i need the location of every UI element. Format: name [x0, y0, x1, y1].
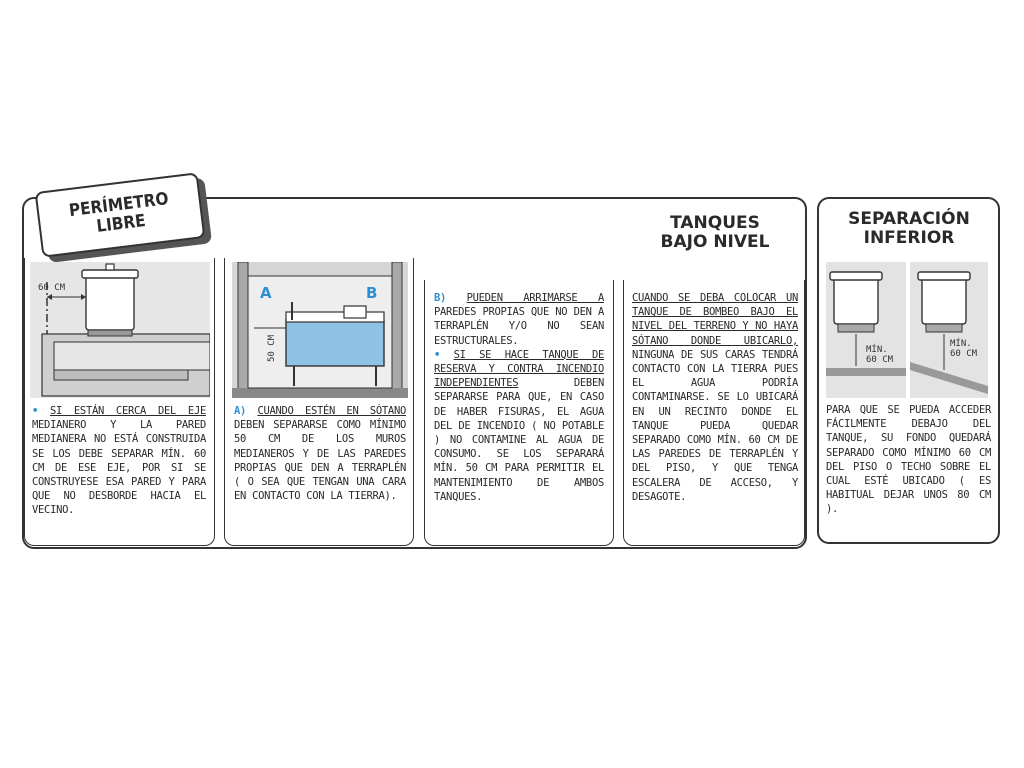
- ill1-slab: [53, 341, 210, 371]
- marker-b: B): [434, 292, 447, 304]
- separacion-text-body: PARA QUE SE PUEDA ACCEDER FÁCILMENTE DEB…: [826, 404, 991, 516]
- ill5-left-tank: [833, 277, 879, 325]
- ill5-left-base: [837, 323, 875, 333]
- perimetro-text-underlined: SI ESTÁN CERCA DEL EJE: [49, 405, 206, 417]
- ill5-right-base: [925, 323, 963, 333]
- ill5-left-label-line1: MÍN.: [866, 343, 888, 355]
- ill2-wall-left: [237, 262, 249, 397]
- bullet-marker-2: •: [434, 348, 441, 361]
- ill1-arrow-right: [81, 294, 86, 300]
- ill1-tank-base: [87, 329, 133, 337]
- ill1-label: 60 CM: [38, 283, 66, 293]
- ill1-tank: [85, 275, 135, 331]
- ill2-tank-top: [285, 311, 385, 323]
- tanques-heading-line2: BAJO NIVEL: [660, 232, 770, 252]
- ill2-label-b: B: [366, 284, 377, 302]
- ill5-left-label-line2: 60 CM: [866, 355, 894, 365]
- ill1-tank-lid: [81, 269, 139, 279]
- reserva-text-underlined: SI SE HACE TANQUE DE RESERVA Y CONTRA IN…: [434, 348, 604, 390]
- illustration-separacion: MÍN. 60 CM MÍN. 60 CM: [826, 262, 988, 398]
- paredes-text: B) PUEDEN ARRIMARSE A PAREDES PROPIAS QU…: [434, 291, 604, 504]
- separacion-heading-line1: SEPARACIÓN: [848, 209, 970, 229]
- perimetro-text: • SI ESTÁN CERCA DEL EJE MEDIANERO Y LA …: [32, 404, 206, 518]
- panel-tanque-bombeo: [623, 280, 805, 546]
- marker-a: A): [234, 405, 247, 417]
- paredes-text-underlined: PUEDEN ARRIMARSE A: [466, 292, 605, 304]
- ill2-wall-right: [391, 262, 403, 397]
- panel-paredes-propias: [424, 280, 614, 546]
- bombeo-text-body: NINGUNA DE SUS CARAS TENDRÁ CONTACTO CON…: [632, 348, 798, 503]
- separacion-heading-line2: INFERIOR: [863, 228, 955, 248]
- sotano-text: A) CUANDO ESTÉN EN SÓTANO DEBEN SEPARARS…: [234, 404, 406, 503]
- ill5-right-roof: [910, 362, 988, 394]
- bombeo-text-underlined: CUANDO SE DEBA COLOCAR UN TANQUE DE BOMB…: [632, 292, 798, 347]
- ill1-beam: [53, 369, 189, 381]
- reserva-text-body: DEBEN SEPARARSE PARA QUE, EN CASO DE HAB…: [434, 377, 604, 503]
- tanques-bajo-nivel-heading: TANQUES BAJO NIVEL: [655, 214, 775, 252]
- tanques-heading-line1: TANQUES: [670, 213, 760, 233]
- ill2-water: [285, 319, 385, 367]
- illustration-sotano: A B 50 CM: [232, 262, 408, 398]
- illustration-perimetro: 60 CM: [30, 262, 210, 398]
- paredes-text-body: PAREDES PROPIAS QUE NO DEN A TERRAPLÉN Y…: [434, 306, 604, 347]
- ill5-right-label-line2: 60 CM: [950, 349, 978, 359]
- ill2-hatch: [343, 305, 367, 319]
- ill5-right-label-line1: MÍN.: [950, 337, 972, 349]
- ill2-floor: [232, 388, 408, 398]
- sotano-text-underlined: CUANDO ESTÉN EN SÓTANO: [257, 405, 406, 417]
- ill1-tank-cap: [105, 263, 115, 271]
- ill2-dim-label: 50 CM: [267, 334, 277, 362]
- ill1-arrow-left: [47, 294, 52, 300]
- ill5-right-tank: [921, 277, 967, 325]
- ill5-right-lid: [917, 271, 971, 281]
- perimetro-text-body: MEDIANERO Y LA PARED MEDIANERA NO ESTÁ C…: [32, 419, 206, 517]
- ill5-left-floor: [826, 368, 906, 376]
- bombeo-text: CUANDO SE DEBA COLOCAR UN TANQUE DE BOMB…: [632, 291, 798, 504]
- ill5-left-lid: [829, 271, 883, 281]
- sotano-text-body: DEBEN SEPARARSE COMO MÍNIMO 50 CM DE LOS…: [234, 419, 406, 503]
- bullet-marker: •: [32, 405, 39, 417]
- ill2-label-a: A: [260, 284, 272, 302]
- separacion-inferior-heading: SEPARACIÓN INFERIOR: [832, 210, 986, 248]
- separacion-text: PARA QUE SE PUEDA ACCEDER FÁCILMENTE DEB…: [826, 403, 991, 517]
